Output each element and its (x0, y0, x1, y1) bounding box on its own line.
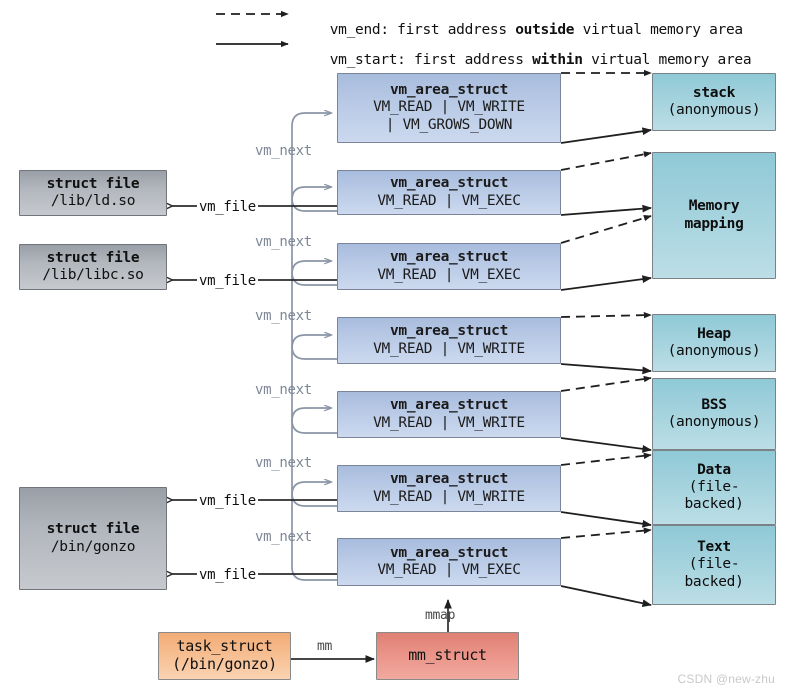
vm-end-connectors (560, 69, 652, 539)
region-sub1: (anonymous) (667, 343, 761, 359)
struct-file-title: struct file (46, 249, 140, 266)
memory-region-bss[interactable]: BSS (anonymous) (652, 378, 776, 450)
struct-file-box-bin-gonzo[interactable]: struct file /bin/gonzo (19, 487, 167, 590)
mmap-label: mmap (425, 608, 456, 623)
legend-dashed-emphasis: outside (515, 22, 575, 38)
vm-next-label-3: vm_next (255, 308, 312, 324)
struct-file-title: struct file (46, 521, 140, 538)
legend-solid-text: vm_start: first address within virtual m… (296, 36, 752, 84)
vm-area-struct-box-4[interactable]: vm_area_struct VM_READ | VM_WRITE (337, 317, 561, 364)
region-sub1: (file- (688, 556, 740, 573)
vm-next-label-4: vm_next (255, 382, 312, 398)
vm-area-struct-box-5[interactable]: vm_area_struct VM_READ | VM_WRITE (337, 391, 561, 438)
struct-file-path: /lib/ld.so (50, 193, 136, 209)
region-sub2: backed) (684, 573, 744, 590)
vma-flags-line1: VM_READ | VM_WRITE (373, 414, 525, 431)
vm-next-label-5: vm_next (255, 455, 312, 471)
vm-area-struct-box-1[interactable]: vm_area_struct VM_READ | VM_WRITE | VM_G… (337, 73, 561, 143)
vma-flags-line1: VM_READ | VM_WRITE (373, 99, 525, 116)
vm-area-struct-box-6[interactable]: vm_area_struct VM_READ | VM_WRITE (337, 465, 561, 512)
vma-title: vm_area_struct (389, 175, 509, 192)
struct-file-box-ld-so[interactable]: struct file /lib/ld.so (19, 170, 167, 216)
memory-region-text[interactable]: Text (file- backed) (652, 525, 776, 605)
legend-dashed-text: vm_end: first address outside virtual me… (296, 6, 743, 54)
legend-solid-prefix: vm_start: first address (329, 52, 533, 68)
vm-area-struct-box-3[interactable]: vm_area_struct VM_READ | VM_EXEC (337, 243, 561, 290)
region-sub1: (anonymous) (667, 102, 761, 118)
vma-title: vm_area_struct (389, 471, 509, 488)
vm-area-struct-box-2[interactable]: vm_area_struct VM_READ | VM_EXEC (337, 170, 561, 215)
task-struct-title: task_struct (176, 637, 273, 656)
region-title: stack (692, 84, 736, 101)
region-title: Data (697, 461, 731, 478)
memory-region-stack[interactable]: stack (anonymous) (652, 73, 776, 131)
struct-file-path: /bin/gonzo (50, 538, 136, 555)
mm-label: mm (317, 639, 333, 654)
watermark: CSDN @new-zhu (677, 672, 775, 686)
struct-file-box-libc-so[interactable]: struct file /lib/libc.so (19, 244, 167, 290)
vma-flags-line1: VM_READ | VM_EXEC (377, 192, 521, 209)
vma-flags-line2: | VM_GROWS_DOWN (385, 116, 513, 133)
vm-next-label-6: vm_next (255, 529, 312, 545)
struct-file-path: /lib/libc.so (42, 267, 144, 283)
region-title: Text (697, 539, 731, 556)
memory-region-data[interactable]: Data (file- backed) (652, 450, 776, 525)
legend-dashed-suffix: virtual memory area (574, 22, 743, 38)
vma-title: vm_area_struct (389, 82, 509, 99)
region-sub1: (file- (688, 478, 740, 495)
vm-area-struct-box-7[interactable]: vm_area_struct VM_READ | VM_EXEC (337, 538, 561, 586)
task-struct-path: (/bin/gonzo) (172, 655, 277, 673)
vma-flags-line1: VM_READ | VM_EXEC (377, 562, 521, 578)
vm-file-label-3: vm_file (197, 493, 258, 509)
vma-flags-line1: VM_READ | VM_WRITE (373, 340, 525, 357)
memory-region-heap[interactable]: Heap (anonymous) (652, 314, 776, 372)
region-sub1: mapping (684, 215, 744, 232)
vm-start-connectors (560, 127, 652, 608)
vm-file-label-2: vm_file (197, 273, 258, 289)
region-title: Heap (697, 325, 731, 342)
memory-region-memory-mapping[interactable]: Memory mapping (652, 152, 776, 279)
vma-title: vm_area_struct (389, 544, 509, 561)
legend-dashed-prefix: vm_end: first address (329, 22, 516, 38)
vm-file-label-4: vm_file (197, 567, 258, 583)
vma-flags-line1: VM_READ | VM_WRITE (373, 488, 525, 505)
mm-struct-box[interactable]: mm_struct (376, 632, 519, 680)
vma-title: vm_area_struct (389, 249, 509, 266)
vma-title: vm_area_struct (389, 323, 509, 340)
vma-title: vm_area_struct (389, 397, 509, 414)
region-title: BSS (701, 396, 727, 413)
vma-flags-line1: VM_READ | VM_EXEC (377, 266, 521, 283)
region-title: Memory (688, 198, 740, 215)
region-sub2: backed) (684, 496, 744, 513)
vm-next-label-2: vm_next (255, 234, 312, 250)
legend-solid-emphasis: within (532, 52, 583, 68)
vm-next-label-1: vm_next (255, 143, 312, 159)
mm-struct-title: mm_struct (408, 646, 487, 665)
vm-file-label-1: vm_file (197, 199, 258, 215)
legend-solid-suffix: virtual memory area (582, 52, 752, 68)
struct-file-title: struct file (46, 175, 140, 192)
vm-next-connectors (291, 113, 337, 581)
region-sub1: (anonymous) (667, 414, 761, 430)
task-struct-box[interactable]: task_struct (/bin/gonzo) (158, 632, 291, 680)
